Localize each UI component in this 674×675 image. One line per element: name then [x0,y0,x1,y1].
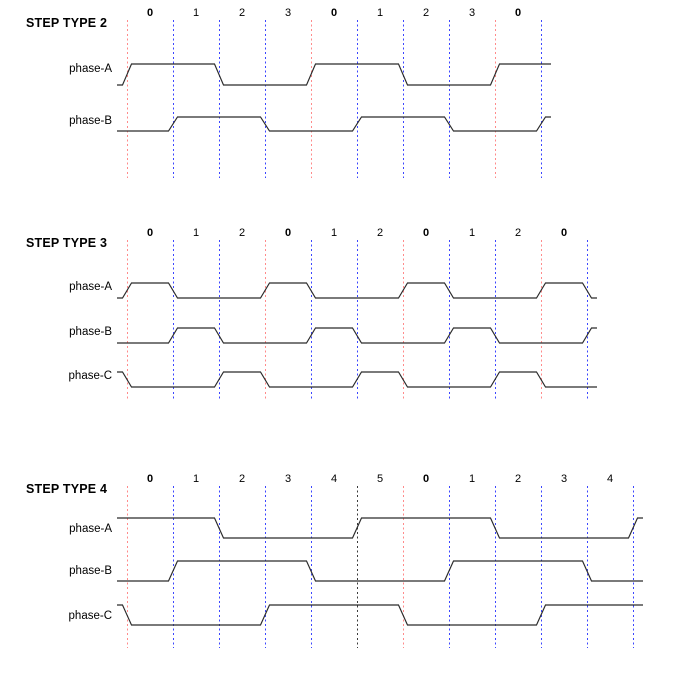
step-number-label: 1 [468,227,476,239]
waveform-step-type-3-phase-A [117,282,597,299]
step-number-label: 2 [238,227,246,239]
step-number-label: 4 [606,473,614,485]
step-number-label: 2 [422,7,430,19]
waveform-step-type-4-phase-A [117,517,643,539]
waveform-step-type-4-phase-B [117,560,643,582]
step-number-label: 2 [238,7,246,19]
step-number-label: 2 [238,473,246,485]
step-number-label: 0 [284,227,292,239]
section-title-step-type-4: STEP TYPE 4 [26,482,108,496]
step-number-label: 3 [560,473,568,485]
waveform-step-type-3-phase-B [117,327,597,344]
signal-label-phase-A: phase-A [69,281,112,293]
step-number-label: 0 [330,7,338,19]
section-title-step-type-3: STEP TYPE 3 [26,236,108,250]
step-number-label: 0 [514,7,522,19]
step-number-label: 0 [146,7,154,19]
waveform-step-type-2-phase-A [117,63,551,86]
step-number-label: 0 [422,227,430,239]
step-number-label: 3 [284,473,292,485]
section-title-step-type-2: STEP TYPE 2 [26,16,108,30]
step-number-label: 1 [330,227,338,239]
step-number-label: 2 [514,473,522,485]
signal-label-phase-A: phase-A [69,63,112,75]
step-number-label: 4 [330,473,338,485]
step-number-label: 0 [146,227,154,239]
step-number-label: 3 [468,7,476,19]
signal-label-phase-A: phase-A [69,523,112,535]
signal-label-phase-B: phase-B [69,326,112,338]
signal-label-phase-B: phase-B [69,115,112,127]
step-number-label: 5 [376,473,384,485]
waveform-step-type-4-phase-C [117,604,643,626]
step-number-label: 1 [468,473,476,485]
step-number-label: 0 [560,227,568,239]
signal-label-phase-C: phase-C [68,610,112,622]
waveform-step-type-2-phase-B [117,116,551,132]
step-number-label: 1 [192,7,200,19]
step-number-label: 1 [192,473,200,485]
step-number-label: 1 [376,7,384,19]
step-number-label: 2 [514,227,522,239]
step-number-label: 1 [192,227,200,239]
step-number-label: 0 [422,473,430,485]
step-number-label: 2 [376,227,384,239]
step-number-label: 3 [284,7,292,19]
signal-label-phase-C: phase-C [68,370,112,382]
step-number-label: 0 [146,473,154,485]
signal-label-phase-B: phase-B [69,565,112,577]
waveform-step-type-3-phase-C [117,371,597,388]
